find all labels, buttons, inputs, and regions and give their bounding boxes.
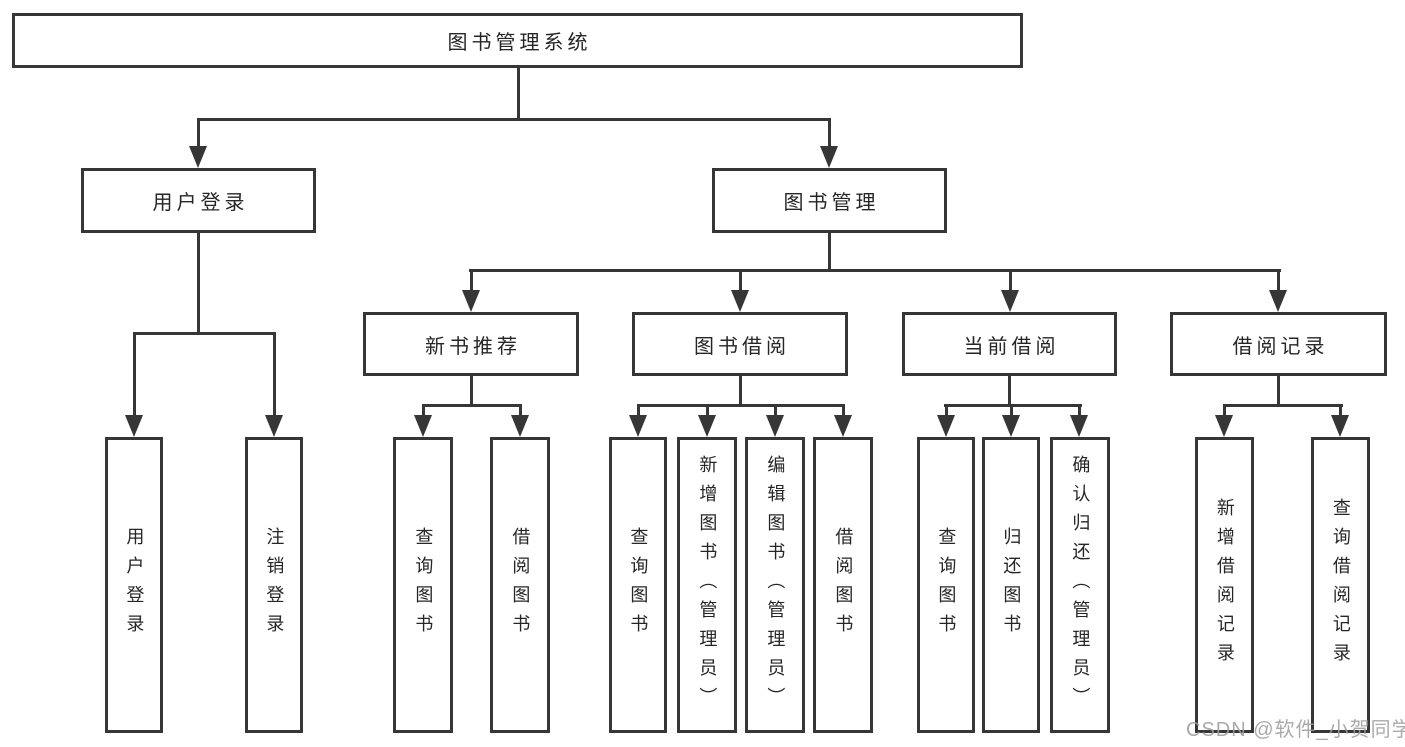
node-label: 借阅图书 <box>510 527 531 643</box>
arrowhead-down <box>1215 415 1233 437</box>
connector-line <box>739 269 742 292</box>
arrowhead-down <box>265 415 283 437</box>
connector-stem <box>1008 376 1011 406</box>
node-label: 图书管理 <box>783 192 880 214</box>
leaf-query-books-3: 查询图书 <box>917 437 975 733</box>
leaf-query-books-1: 查询图书 <box>393 437 453 733</box>
node-label: 用户登录 <box>124 527 145 643</box>
arrowhead-down <box>629 415 647 437</box>
leaf-confirm-return-admin: 确认归还（管理员） <box>1050 437 1110 733</box>
leaf-user-login: 用户登录 <box>105 437 163 733</box>
arrowhead-down <box>820 146 838 168</box>
connector-stem <box>470 376 473 406</box>
leaf-query-books-2: 查询图书 <box>609 437 667 733</box>
node-user-login: 用户登录 <box>81 168 316 233</box>
node-label: 查询图书 <box>413 527 434 643</box>
arrowhead-down <box>937 415 955 437</box>
leaf-add-books-admin: 新增图书（管理员） <box>677 437 737 733</box>
connector-root-stem <box>517 68 520 121</box>
node-current-borrowing: 当前借阅 <box>902 312 1117 376</box>
connector-line <box>519 404 522 417</box>
connector-rail <box>1223 404 1343 407</box>
node-borrowing-records: 借阅记录 <box>1170 312 1387 376</box>
arrowhead-down <box>189 146 207 168</box>
connector-line <box>1277 269 1280 292</box>
arrowhead-down <box>731 290 749 312</box>
arrowhead-down <box>462 290 480 312</box>
leaf-borrow-books-1: 借阅图书 <box>490 437 550 733</box>
connector-line <box>133 332 136 417</box>
connector-stem <box>1277 376 1280 406</box>
arrowhead-down <box>1002 415 1020 437</box>
node-label: 图书借阅 <box>694 335 790 358</box>
connector-book-mgmt-stem <box>828 233 831 271</box>
leaf-return-books: 归还图书 <box>982 437 1040 733</box>
node-label: 注销登录 <box>264 527 285 643</box>
connector-line <box>842 404 845 417</box>
connector-line <box>706 404 709 417</box>
connector-line <box>828 118 831 148</box>
arrowhead-down <box>511 415 529 437</box>
arrowhead-down <box>1331 415 1349 437</box>
connector-level1-rail <box>197 118 831 121</box>
node-new-book-recommendation: 新书推荐 <box>363 312 579 376</box>
node-root-library-system: 图书管理系统 <box>12 13 1023 68</box>
connector-line <box>1010 404 1013 417</box>
node-label: 图书管理系统 <box>447 32 592 54</box>
node-label: 查询借阅记录 <box>1330 498 1351 672</box>
connector-rail <box>133 332 276 335</box>
node-label: 查询图书 <box>628 527 649 643</box>
leaf-logout: 注销登录 <box>245 437 303 733</box>
connector-line <box>1078 404 1081 417</box>
node-label: 查询图书 <box>936 527 957 643</box>
connector-line <box>470 269 473 292</box>
node-label: 新增借阅记录 <box>1214 498 1235 672</box>
connector-rail <box>944 404 1082 407</box>
arrowhead-down <box>1269 290 1287 312</box>
connector-line <box>273 332 276 417</box>
connector-line <box>1009 269 1012 292</box>
node-label: 编辑图书（管理员） <box>765 454 786 716</box>
node-label: 用户登录 <box>152 192 249 214</box>
arrowhead-down <box>766 415 784 437</box>
node-label: 新书推荐 <box>425 335 521 358</box>
csdn-watermark: CSDN @软件_小贺同学 <box>1186 719 1405 741</box>
connector-rail <box>637 404 845 407</box>
leaf-borrow-books-2: 借阅图书 <box>813 437 873 733</box>
connector-level2-rail <box>469 269 1281 272</box>
connector-line <box>422 404 425 417</box>
connector-line <box>637 404 640 417</box>
node-label: 新增图书（管理员） <box>697 454 718 716</box>
connector-line <box>1339 404 1342 417</box>
arrowhead-down <box>834 415 852 437</box>
arrowhead-down <box>1070 415 1088 437</box>
connector-line <box>197 118 200 148</box>
connector-line <box>945 404 948 417</box>
arrowhead-down <box>414 415 432 437</box>
node-label: 借阅图书 <box>833 527 854 643</box>
connector-rail <box>422 404 522 407</box>
node-label: 归还图书 <box>1001 527 1022 643</box>
connector-stem <box>739 376 742 406</box>
connector-line <box>774 404 777 417</box>
arrowhead-down <box>1001 290 1019 312</box>
connector-user-login-stem <box>197 233 200 335</box>
leaf-query-borrow-record: 查询借阅记录 <box>1311 437 1370 733</box>
node-book-borrowing: 图书借阅 <box>632 312 848 376</box>
node-label: 确认归还（管理员） <box>1070 454 1091 716</box>
leaf-edit-books-admin: 编辑图书（管理员） <box>745 437 805 733</box>
connector-line <box>1223 404 1226 417</box>
node-label: 当前借阅 <box>963 335 1060 358</box>
node-label: 借阅记录 <box>1232 335 1329 358</box>
node-book-management: 图书管理 <box>712 168 947 233</box>
leaf-add-borrow-record: 新增借阅记录 <box>1195 437 1254 733</box>
arrowhead-down <box>125 415 143 437</box>
arrowhead-down <box>698 415 716 437</box>
